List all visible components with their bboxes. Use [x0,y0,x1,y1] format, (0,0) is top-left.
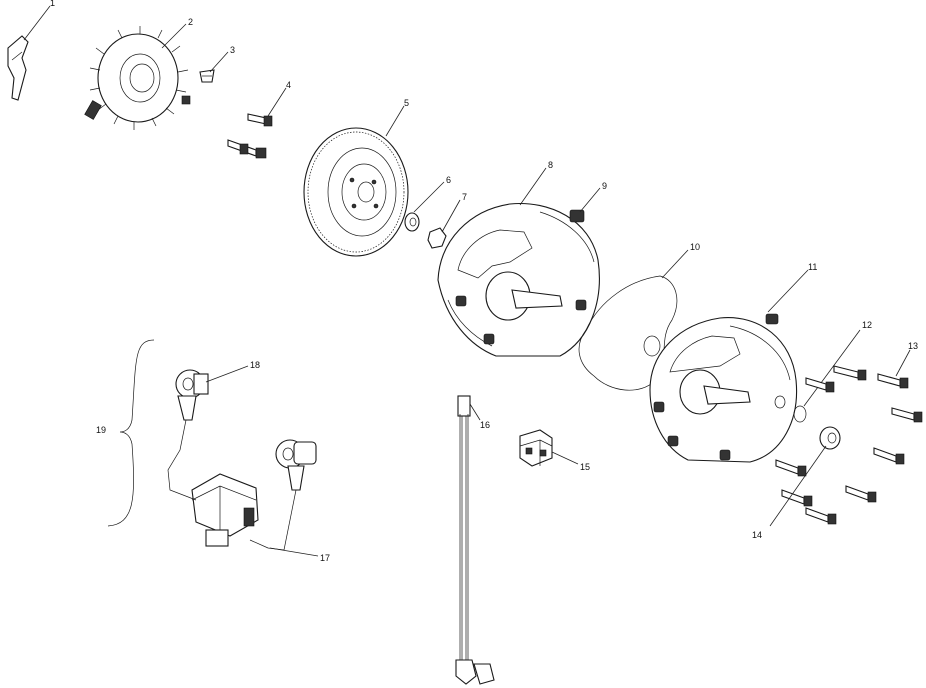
part-10-gasket: 10 [578,242,700,391]
part-7-nut: 7 [427,192,467,249]
part-5-flywheel: 5 [303,98,409,257]
callout-8: 8 [548,160,553,170]
part-13-bolts: 13 [775,341,923,525]
callout-4: 4 [286,80,291,90]
part-3-screw: 3 [181,45,235,105]
callout-6: 6 [446,175,451,185]
part-16-wire-harness: 16 [455,395,495,685]
part-19-brace: 19 [96,339,155,527]
part-15-connector: 15 [519,429,590,472]
part-14-bushing: 14 [752,426,841,540]
callout-18: 18 [250,360,260,370]
part-6-washer: 6 [404,175,451,232]
callout-12: 12 [862,320,872,330]
callout-5: 5 [404,98,409,108]
part-11-outer-cover: 11 [649,262,817,463]
callout-7: 7 [462,192,467,202]
callout-3: 3 [230,45,235,55]
callout-9: 9 [602,181,607,191]
part-1-bracket: 1 [7,0,55,101]
part-12-o-ring: 12 [793,320,872,423]
callout-11: 11 [808,262,817,272]
callout-17: 17 [320,553,330,563]
part-2-stator: 2 [84,17,193,130]
callout-10: 10 [690,242,700,252]
part-4-bolts: 4 [227,80,291,159]
callout-14: 14 [752,530,762,540]
part-8-magneto-cover: 8 9 [437,160,607,357]
callout-1: 1 [50,0,55,8]
callout-19: 19 [96,425,106,435]
callout-2: 2 [188,17,193,27]
part-18-spark-plug-caps: 18 [167,360,317,501]
part-17-ignition-coil: 17 [191,473,330,563]
callout-15: 15 [580,462,590,472]
callout-13: 13 [908,341,918,351]
callout-16: 16 [480,420,490,430]
